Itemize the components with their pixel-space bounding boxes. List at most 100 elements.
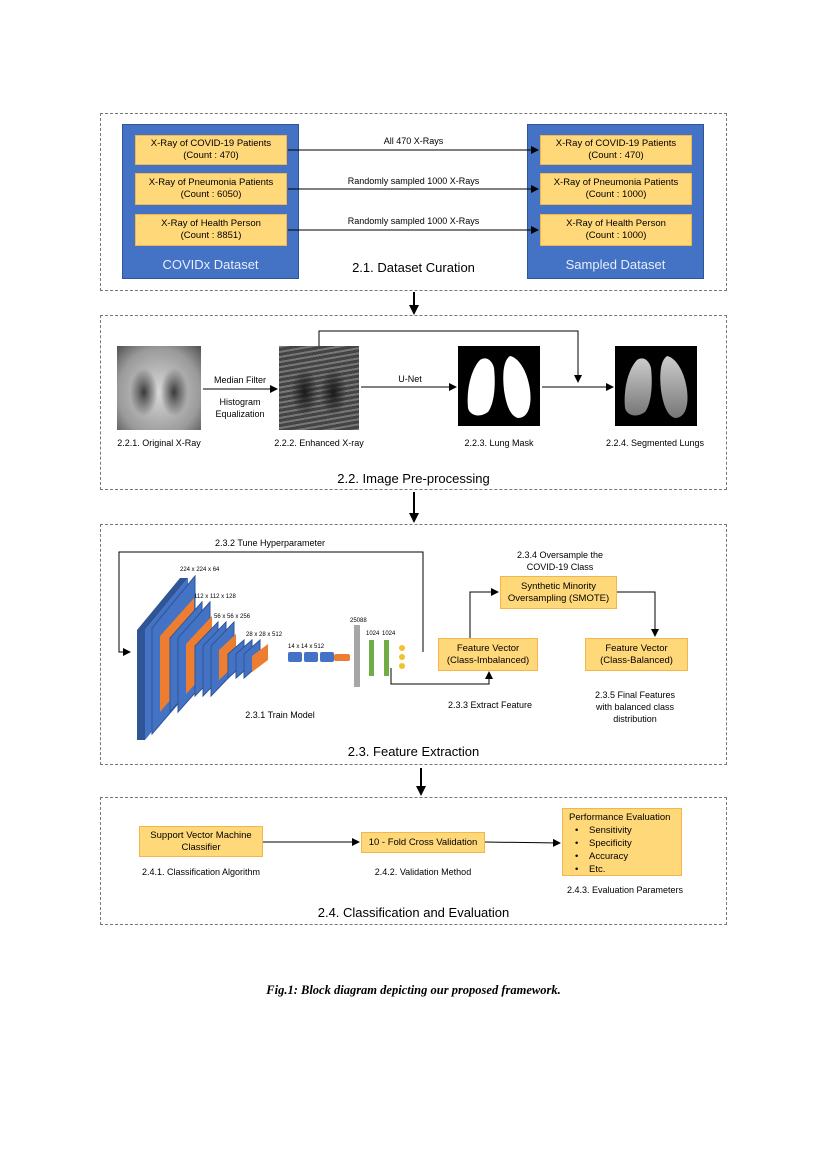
step-histogram: Histogram — [219, 397, 261, 407]
covidx-healthy-name: X-Ray of Health Person — [161, 218, 261, 229]
vgg-block1-a — [137, 578, 188, 740]
section-feature-extraction — [100, 524, 727, 765]
vgg-block5-b — [304, 652, 318, 662]
label-enhanced-xray: 2.2.2. Enhanced X-ray — [274, 438, 364, 448]
vgg-pool5 — [334, 654, 350, 661]
vgg-label-1024b: 1024 — [382, 631, 396, 637]
section-image-preprocessing — [100, 315, 727, 490]
smote-line1: Synthetic Minority — [521, 580, 596, 592]
fv-balanced-line1: Feature Vector — [605, 642, 668, 654]
perf-item-sensitivity: Sensitivity — [575, 824, 677, 837]
sampled-pneumonia-count: (Count : 1000) — [585, 189, 647, 200]
sampled-covid-name: X-Ray of COVID-19 Patients — [555, 138, 677, 149]
label-tune-hyperparameter: 2.3.2 Tune Hyperparameter — [214, 538, 326, 548]
figure-caption: Fig.1: Block diagram depicting our propo… — [266, 983, 561, 997]
final-features-label: 2.3.5 Final Features with balanced class… — [575, 689, 695, 725]
smote-box: Synthetic Minority Oversampling (SMOTE) — [500, 576, 617, 609]
arrow-imbalanced-to-smote — [469, 588, 499, 638]
sampled-dataset-label: Sampled Dataset — [565, 257, 666, 272]
perf-item-etc: Etc. — [575, 863, 677, 876]
step-median-filter: Median Filter — [213, 375, 267, 385]
vgg-output-node-2 — [399, 654, 405, 660]
cross-validation-box: 10 - Fold Cross Validation — [361, 832, 485, 853]
covidx-pneumonia-name: X-Ray of Pneumonia Patients — [148, 177, 274, 188]
feature-vector-balanced-box: Feature Vector (Class-Balanced) — [585, 638, 688, 671]
arrow-label-healthy: Randomly sampled 1000 X-Rays — [347, 216, 480, 226]
label-extract-feature: 2.3.3 Extract Feature — [447, 700, 533, 710]
vgg-label-224: 224 x 224 x 64 — [180, 567, 220, 573]
label-original-xray: 2.2.1. Original X-Ray — [117, 438, 201, 448]
svm-line1: Support Vector Machine — [150, 829, 252, 841]
label-validation-method: 2.4.2. Validation Method — [374, 867, 472, 877]
section-title-dataset-curation: 2.1. Dataset Curation — [352, 260, 475, 275]
lung-mask-shape — [467, 356, 531, 418]
arrow-extract-feature — [390, 668, 493, 685]
covidx-healthy-count: (Count : 8851) — [180, 230, 242, 241]
covidx-covid-count: (Count : 470) — [183, 150, 239, 161]
perf-list: Sensitivity Specificity Accuracy Etc. — [567, 824, 677, 876]
vgg-label-112: 112 x 112 x 128 — [194, 594, 236, 600]
smote-line2: Oversampling (SMOTE) — [507, 592, 610, 604]
section-title-feature-extraction: 2.3. Feature Extraction — [347, 744, 480, 759]
covidx-pneumonia-count: (Count : 6050) — [180, 189, 242, 200]
final-features-line3: distribution — [613, 714, 657, 724]
vgg-label-25088: 25088 — [350, 618, 367, 624]
covidx-covid-box: X-Ray of COVID-19 Patients (Count : 470) — [135, 135, 287, 165]
arrow-label-covid: All 470 X-Rays — [383, 136, 444, 146]
vgg-fc2 — [384, 640, 389, 676]
segmented-lungs-shape — [624, 356, 688, 418]
section-title-classification-evaluation: 2.4. Classification and Evaluation — [317, 905, 510, 920]
lung-mask-image — [458, 346, 540, 426]
label-evaluation-parameters: 2.4.3. Evaluation Parameters — [566, 885, 684, 895]
cross-validation-text: 10 - Fold Cross Validation — [368, 836, 478, 848]
perf-item-specificity: Specificity — [575, 837, 677, 850]
section-dataset-curation — [100, 113, 727, 291]
covidx-covid-name: X-Ray of COVID-19 Patients — [150, 138, 272, 149]
vgg-label-28: 28 x 28 x 512 — [246, 632, 283, 638]
original-xray-image — [117, 346, 201, 430]
step-unet: U-Net — [398, 374, 422, 384]
vgg-label-14: 14 x 14 x 512 — [288, 644, 325, 650]
vgg-fc1 — [369, 640, 374, 676]
vgg-flatten — [354, 625, 360, 687]
arrow-label-pneumonia: Randomly sampled 1000 X-Rays — [347, 176, 480, 186]
vgg-label-56: 56 x 56 x 256 — [214, 614, 251, 620]
final-features-line1: 2.3.5 Final Features — [594, 690, 676, 700]
sampled-healthy-box: X-Ray of Health Person (Count : 1000) — [540, 214, 692, 246]
fv-balanced-line2: (Class-Balanced) — [600, 654, 673, 666]
arrow-enhanced-to-segmented-top — [318, 330, 582, 383]
fv-imbalanced-line1: Feature Vector — [456, 642, 520, 654]
covidx-dataset-label: COVIDx Dataset — [162, 257, 259, 272]
step-equalization: Equalization — [215, 409, 265, 419]
section-title-image-preprocessing: 2.2. Image Pre-processing — [337, 471, 490, 486]
label-oversample-line2: COVID-19 Class — [526, 562, 594, 572]
arrow-smote-to-balanced — [617, 591, 659, 637]
sampled-healthy-count: (Count : 1000) — [585, 230, 647, 241]
final-features-line2: with balanced class — [595, 702, 675, 712]
covidx-pneumonia-box: X-Ray of Pneumonia Patients (Count : 605… — [135, 173, 287, 205]
covidx-healthy-box: X-Ray of Health Person (Count : 8851) — [135, 214, 287, 246]
performance-evaluation-box: Performance Evaluation Sensitivity Speci… — [562, 808, 682, 876]
sampled-covid-box: X-Ray of COVID-19 Patients (Count : 470) — [540, 135, 692, 165]
section-classification-evaluation — [100, 797, 727, 925]
vgg-label-1024a: 1024 — [366, 631, 380, 637]
perf-item-accuracy: Accuracy — [575, 850, 677, 863]
svm-line2: Classifier — [181, 841, 221, 853]
label-oversample-line1: 2.3.4 Oversample the — [516, 550, 604, 560]
vgg-block5-a — [288, 652, 302, 662]
label-classification-algorithm: 2.4.1. Classification Algorithm — [141, 867, 261, 877]
feature-vector-imbalanced-box: Feature Vector (Class-Imbalanced) — [438, 638, 538, 671]
vgg-output-node-3 — [399, 663, 405, 669]
label-segmented-lungs: 2.2.4. Segmented Lungs — [605, 438, 705, 448]
label-train-model: 2.3.1 Train Model — [245, 710, 315, 720]
fv-imbalanced-line2: (Class-Imbalanced) — [446, 654, 530, 666]
vgg-network-illustration — [137, 574, 405, 740]
sampled-covid-count: (Count : 470) — [588, 150, 644, 161]
sampled-healthy-name: X-Ray of Health Person — [566, 218, 666, 229]
label-lung-mask: 2.2.3. Lung Mask — [464, 438, 534, 448]
vgg-output-node-1 — [399, 645, 405, 651]
arrow-tune-hyperparameter-loop — [118, 551, 424, 656]
segmented-lungs-image — [615, 346, 697, 426]
vgg-block5-c — [320, 652, 334, 662]
